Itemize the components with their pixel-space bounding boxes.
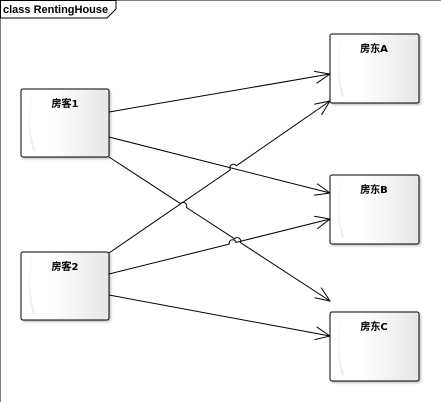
class-node-landlordA[interactable]: 房东A — [329, 33, 420, 104]
class-node-label: 房客1 — [52, 97, 79, 110]
class-node-tenant2[interactable]: 房客2 — [20, 251, 110, 321]
edge-tenant2-landlordC[interactable] — [108, 294, 332, 341]
class-node-tenant1[interactable]: 房客1 — [20, 88, 110, 158]
frame-title: class RentingHouse — [3, 4, 108, 16]
class-node-label: 房客2 — [52, 260, 79, 273]
class-node-label: 房东A — [360, 42, 388, 55]
class-node-label: 房东B — [360, 183, 388, 196]
edge-tenant1-landlordB[interactable] — [108, 136, 332, 196]
frame-title-tab — [0, 0, 117, 19]
edge-tenant2-landlordB[interactable] — [108, 215, 332, 275]
edge-tenant1-landlordC[interactable] — [108, 156, 332, 302]
class-node-landlordB[interactable]: 房东B — [329, 174, 420, 245]
class-node-landlordC[interactable]: 房东C — [329, 311, 420, 382]
edge-tenant2-landlordA[interactable] — [108, 100, 332, 254]
class-node-label: 房东C — [360, 320, 387, 333]
associations — [108, 70, 332, 341]
edge-tenant1-landlordA[interactable] — [108, 70, 332, 113]
